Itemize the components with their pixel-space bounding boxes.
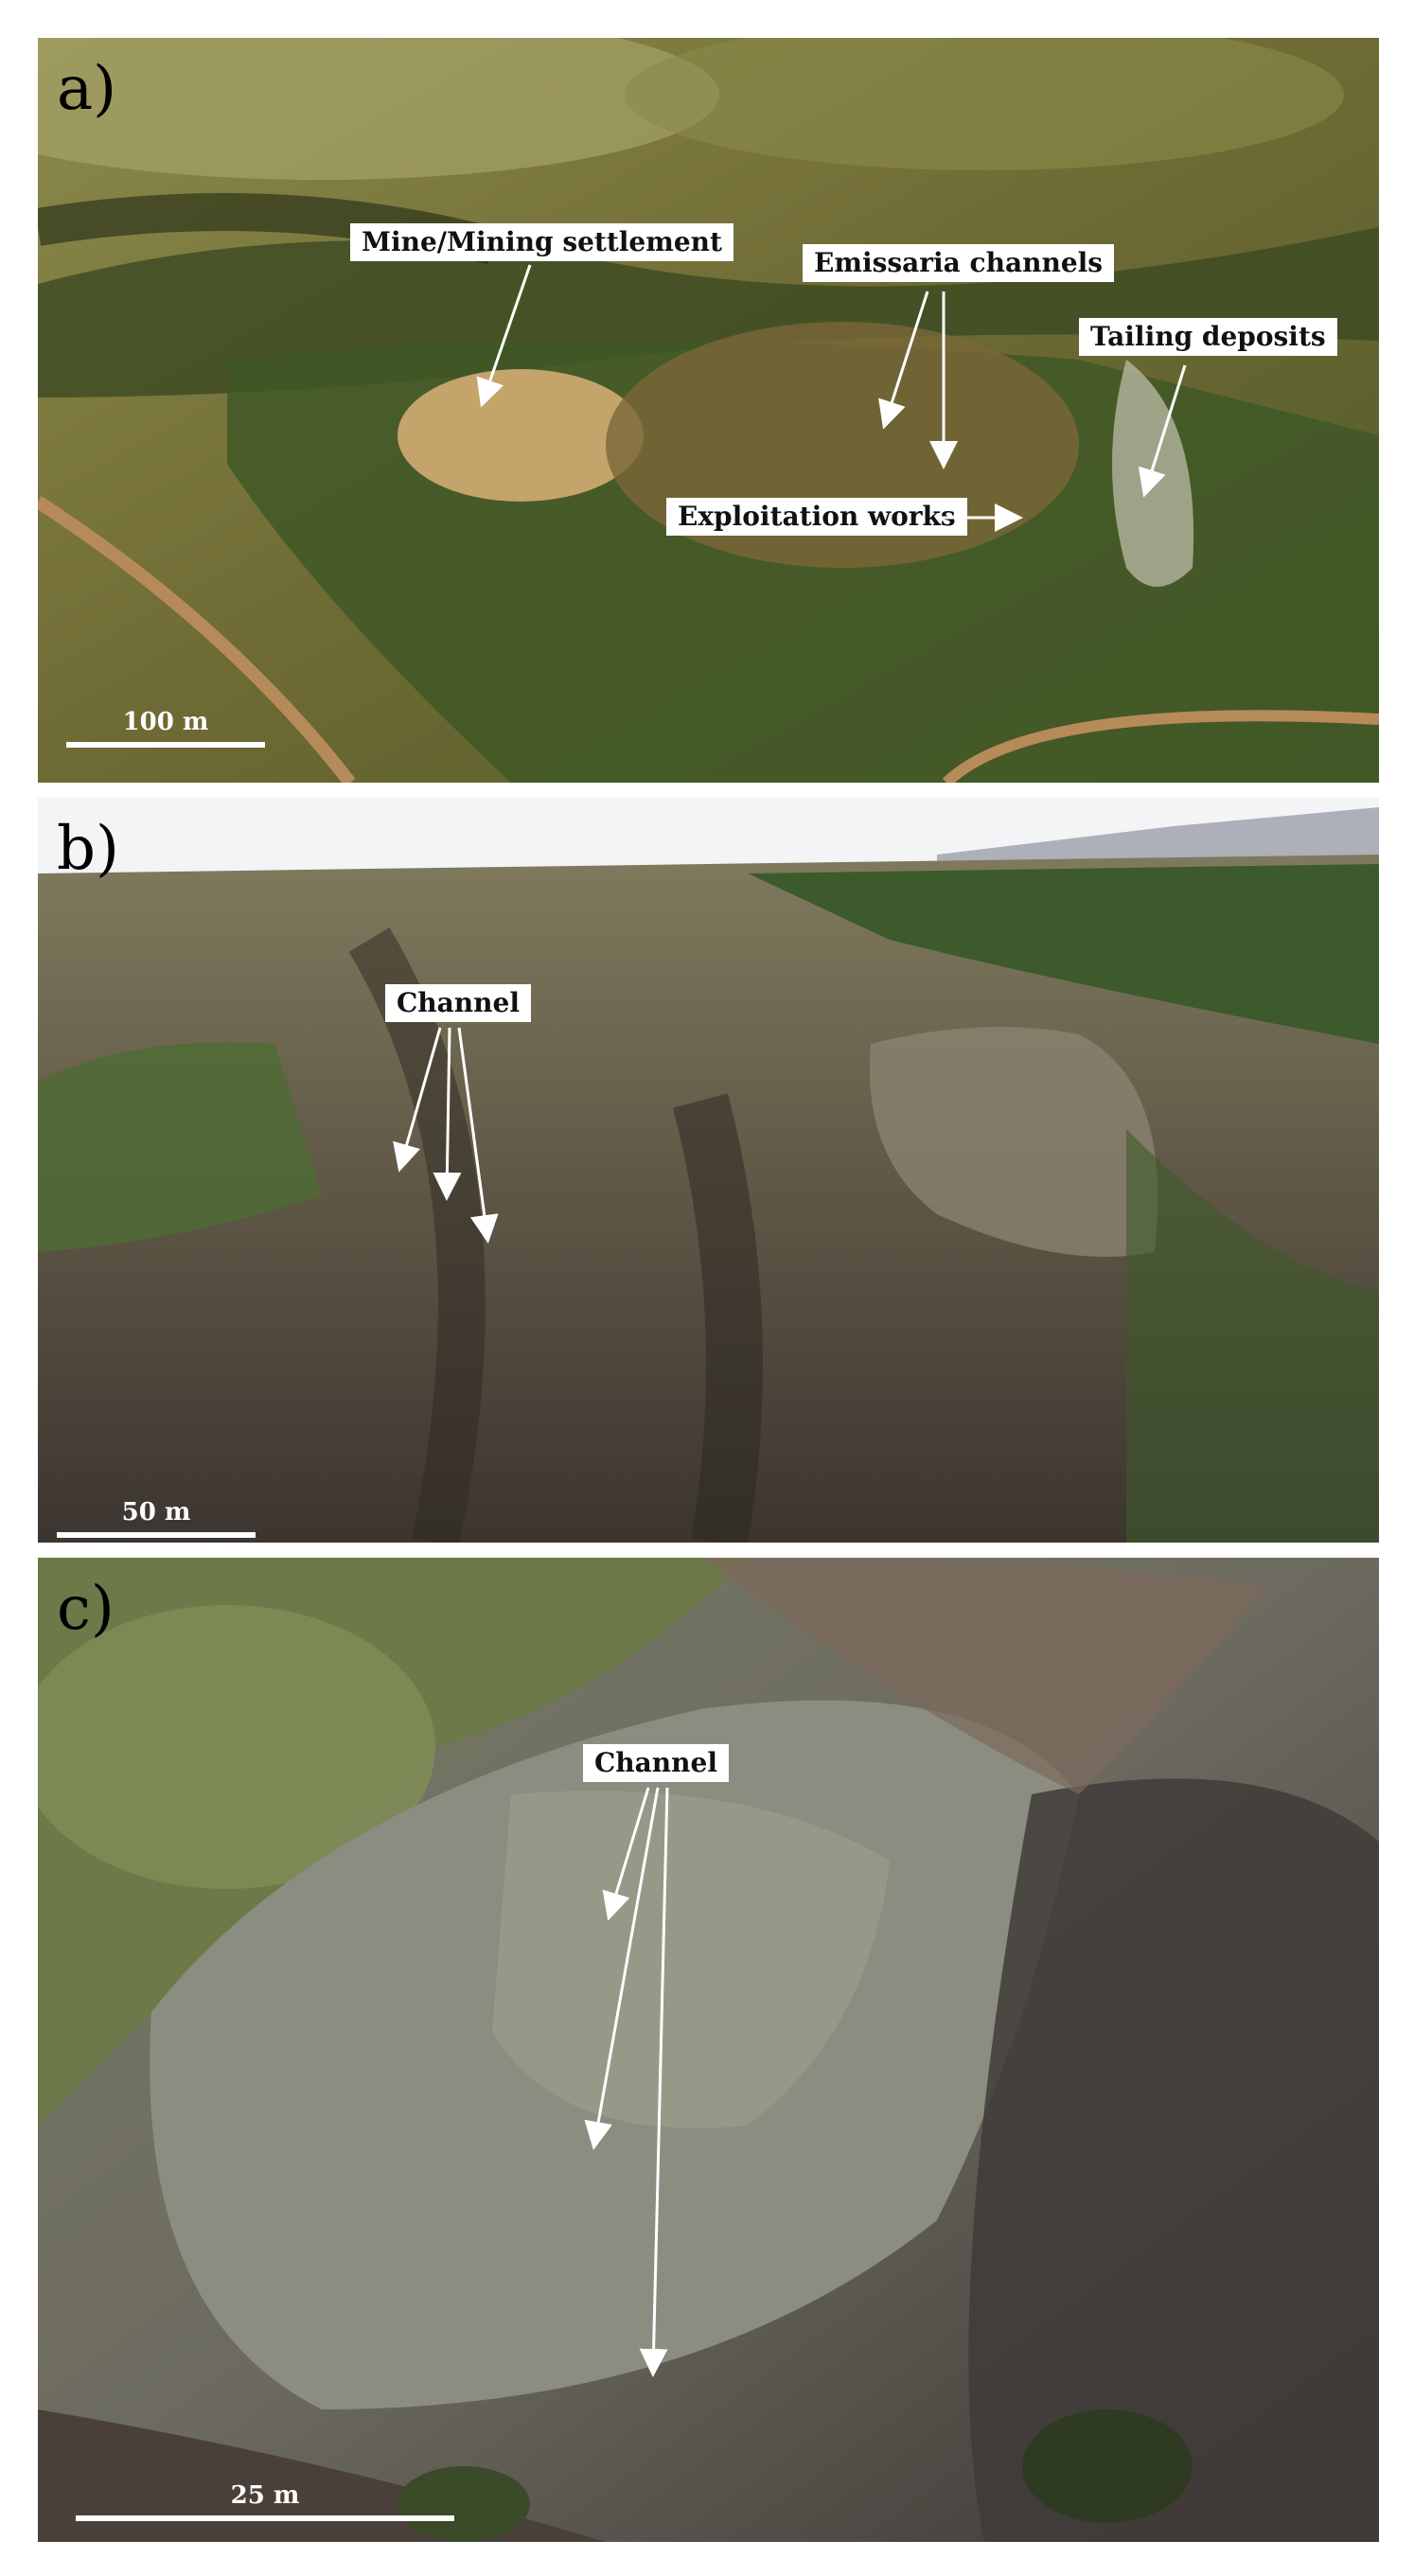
aerial-photo-b — [38, 798, 1379, 1543]
panel-letter-c: c) — [57, 1574, 115, 1644]
scale-bar-a: 100 m — [66, 700, 265, 748]
scale-line-a — [66, 742, 265, 748]
scale-label-c: 25 m — [230, 2481, 300, 2510]
scale-bar-c: 25 m — [76, 2474, 454, 2521]
scale-line-b — [57, 1532, 256, 1538]
scale-line-c — [76, 2515, 454, 2521]
label-channel-c: Channel — [583, 1744, 729, 1782]
aerial-photo-c — [38, 1558, 1379, 2542]
label-exploitation-works: Exploitation works — [666, 498, 967, 536]
scale-label-b: 50 m — [121, 1498, 191, 1526]
aerial-photo-a — [38, 38, 1379, 783]
panel-c: c) Channel 25 m — [38, 1558, 1379, 2542]
panel-a: a) Mine/Mining settlement Emissaria chan… — [38, 38, 1379, 783]
panel-letter-b: b) — [57, 814, 119, 884]
panel-letter-a: a) — [57, 54, 117, 124]
label-mine-settlement: Mine/Mining settlement — [350, 223, 734, 261]
label-emissaria-channels: Emissaria channels — [803, 244, 1115, 282]
label-channel-b: Channel — [385, 984, 531, 1022]
label-tailing-deposits: Tailing deposits — [1079, 318, 1337, 356]
panel-b: b) Channel 50 m — [38, 798, 1379, 1543]
scale-label-a: 100 m — [122, 708, 209, 736]
scale-bar-b: 50 m — [57, 1491, 256, 1538]
